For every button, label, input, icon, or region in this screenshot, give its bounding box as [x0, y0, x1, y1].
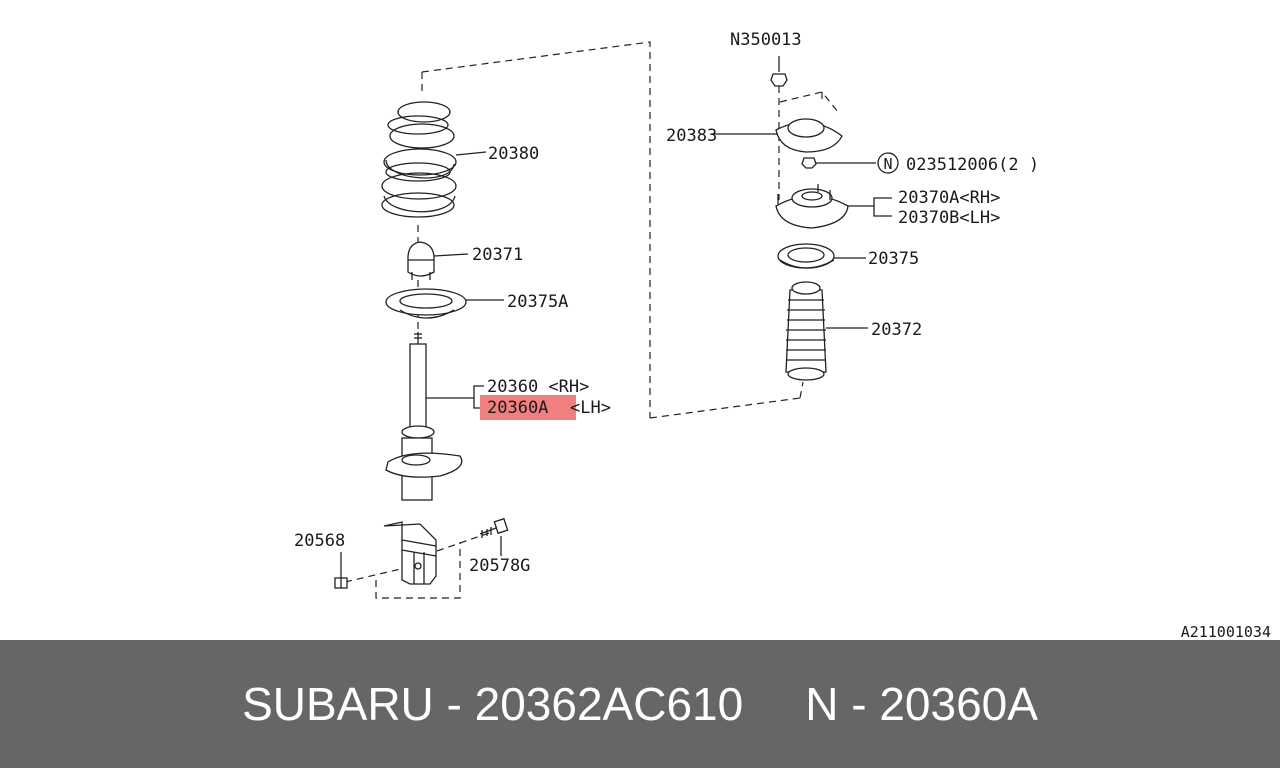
label-20380[interactable]: 20380 — [488, 144, 539, 164]
label-20578g[interactable]: 20578G — [469, 556, 530, 576]
bolt-20578g — [479, 517, 509, 538]
strut-mount-20370 — [775, 184, 849, 229]
label-023512006[interactable]: 023512006(2 ) — [906, 155, 1039, 175]
n-marker-circle — [877, 152, 899, 174]
label-20371[interactable]: 20371 — [472, 245, 523, 265]
label-20370b[interactable]: 20370B<LH> — [898, 208, 1000, 228]
label-n350013[interactable]: N350013 — [730, 30, 802, 50]
n-marker-letter: N — [883, 155, 892, 173]
nut-20568 — [334, 577, 348, 589]
label-20375a[interactable]: 20375A — [507, 292, 568, 312]
label-20370a[interactable]: 20370A<RH> — [898, 188, 1000, 208]
parts-diagram: 20380 20371 20375A 20360 <RH> 20360A <LH… — [294, 30, 1271, 640]
diagram-code: A211001034 — [1181, 623, 1271, 640]
label-20375[interactable]: 20375 — [868, 249, 919, 269]
brand-part-number: SUBARU - 20362AC610 — [242, 678, 744, 730]
label-20360-rh[interactable]: 20360 <RH> — [487, 377, 589, 397]
label-20360a[interactable]: 20360A — [487, 398, 548, 418]
label-20372[interactable]: 20372 — [871, 320, 922, 340]
oem-part-number: N - 20360A — [805, 678, 1038, 730]
nut-023512006 — [801, 157, 817, 169]
leader-lines — [340, 133, 892, 578]
bearing-20375 — [777, 243, 835, 269]
cap-20383 — [775, 118, 843, 153]
label-20568[interactable]: 20568 — [294, 531, 345, 551]
part-number-footer: SUBARU - 20362AC610 N - 20360A — [0, 640, 1280, 768]
bump-stop-20371 — [407, 241, 435, 280]
strut-assembly — [383, 332, 463, 585]
label-20360a-side: <LH> — [570, 398, 611, 418]
spring-seat-20375a — [385, 288, 467, 319]
part-highlight — [480, 395, 576, 420]
coil-spring-20380 — [381, 101, 457, 218]
dust-boot-20372 — [785, 281, 827, 381]
assembly-group-lines — [344, 41, 839, 599]
label-20383[interactable]: 20383 — [666, 126, 717, 146]
nut-n350013 — [770, 56, 788, 87]
